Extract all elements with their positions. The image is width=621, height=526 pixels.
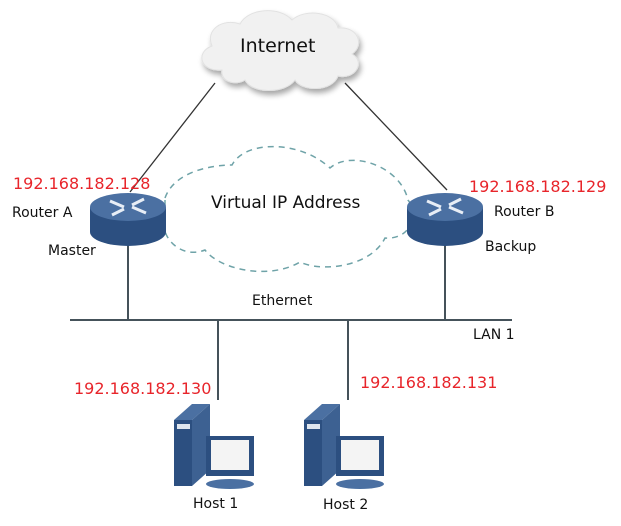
router-b-name: Router B	[494, 204, 555, 220]
lan-label: LAN 1	[473, 327, 515, 343]
router-a-icon	[90, 193, 166, 246]
host-2-ip: 192.168.182.131	[360, 373, 498, 392]
ethernet-label: Ethernet	[252, 293, 313, 309]
router-a-ip: 192.168.182.128	[13, 174, 151, 193]
host-1-computer-icon	[174, 404, 254, 489]
host-1-ip: 192.168.182.130	[74, 379, 212, 398]
internet-label: Internet	[240, 35, 316, 57]
host-1-name: Host 1	[193, 496, 239, 512]
virtual-ip-label: Virtual IP Address	[211, 193, 361, 213]
internet-cloud-icon	[201, 10, 360, 91]
router-b-icon	[407, 193, 483, 246]
host-2-computer-icon	[304, 404, 384, 489]
router-a-name: Router A	[12, 205, 73, 221]
link-internet-router-a	[129, 82, 216, 193]
router-b-ip: 192.168.182.129	[469, 177, 607, 196]
link-internet-router-b	[344, 82, 448, 191]
router-a-role: Master	[48, 243, 96, 259]
host-2-name: Host 2	[323, 497, 369, 513]
router-b-role: Backup	[485, 239, 537, 255]
